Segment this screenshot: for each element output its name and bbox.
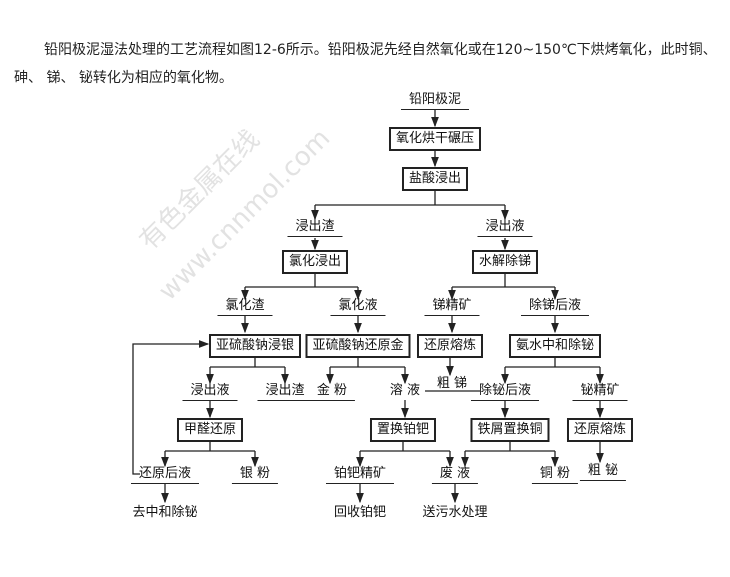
node-chloride-liquor: 氯化液 (330, 298, 386, 316)
node-crude-sb: 粗 锑 (436, 376, 468, 391)
node-after-sb-liquor: 除锑后液 (520, 298, 590, 316)
process-ptpd: 置换铂钯 (369, 418, 437, 442)
process-oxidize: 氧化烘干碾压 (388, 127, 482, 151)
process-hydrolysis: 水解除锑 (471, 250, 539, 274)
node-crude-bi: 粗 铋 (579, 463, 627, 481)
process-iron-cementation: 铁屑置换铜 (470, 418, 550, 442)
intro-paragraph: 铅阳极泥湿法处理的工艺流程如图12-6所示。铅阳极泥先经自然氧化或在120~15… (14, 42, 717, 86)
process-ammonia: 氨水中和除铋 (508, 334, 602, 358)
process-hcl-leach: 盐酸浸出 (401, 167, 469, 191)
node-copper-powder: 铜 粉 (531, 466, 579, 484)
node-after-bi-liquor: 除铋后液 (470, 383, 540, 401)
process-formaldehyde: 甲醛还原 (176, 418, 244, 442)
node-recover-ptpd: 回收铂钯 (333, 505, 387, 520)
node-leach-liquor-2: 浸出液 (182, 383, 238, 401)
node-to-neutralize: 去中和除铋 (132, 505, 198, 520)
process-au-reduce: 亚硫酸钠还原金 (305, 334, 411, 358)
node-leach-residue: 浸出渣 (287, 219, 343, 237)
node-after-reduce-liquor: 还原后液 (130, 466, 200, 484)
node-start: 铅阳极泥 (400, 92, 470, 110)
node-ptpd-concentrate: 铂钯精矿 (325, 466, 395, 484)
node-chloride-residue: 氯化渣 (217, 298, 273, 316)
process-chlorination: 氯化浸出 (281, 250, 349, 274)
process-ag-leach: 亚硫酸钠浸银 (208, 334, 302, 358)
process-smelt-bi: 还原熔炼 (566, 418, 634, 442)
process-smelt-sb: 还原熔炼 (416, 334, 484, 358)
node-leach-residue-2: 浸出渣 (257, 383, 313, 401)
node-bi-concentrate: 铋精矿 (572, 383, 628, 401)
node-to-wastewater: 送污水处理 (422, 505, 488, 520)
node-gold-powder: 金 粉 (308, 383, 356, 401)
node-leach-liquor: 浸出液 (477, 219, 533, 237)
node-sb-concentrate: 锑精矿 (424, 298, 480, 316)
node-waste-liquor: 废 液 (431, 466, 479, 484)
node-silver-powder: 银 粉 (231, 466, 279, 484)
node-solution: 溶 液 (389, 383, 421, 398)
